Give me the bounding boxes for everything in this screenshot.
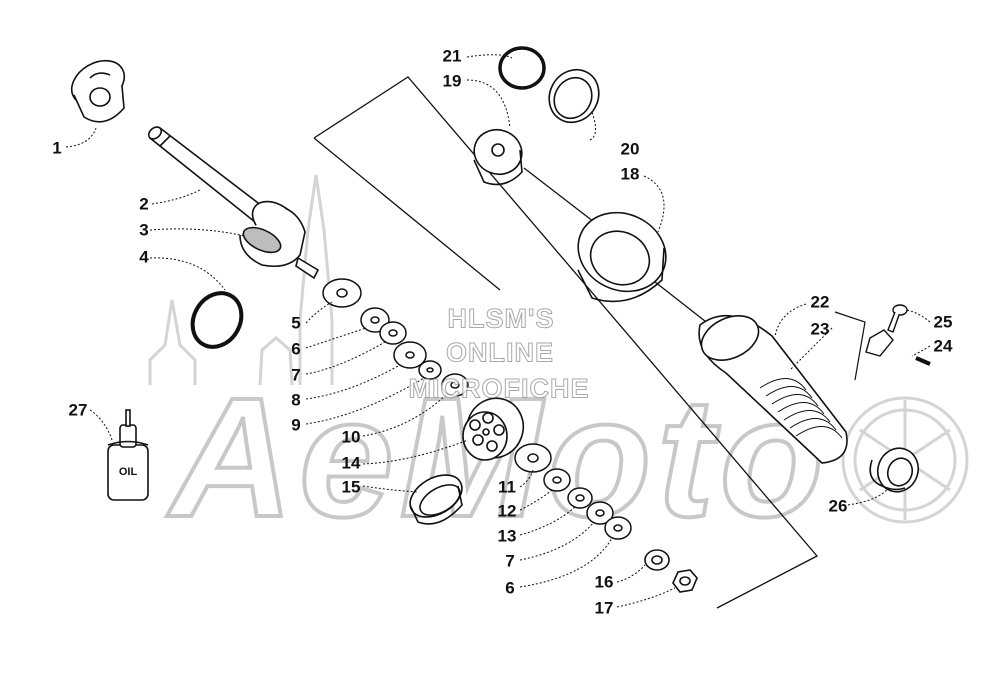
- part-21-o-ring: [498, 46, 546, 90]
- part-22-reservoir-body: [698, 314, 848, 464]
- callout-21: 21: [442, 46, 462, 66]
- axis-line-mid: [649, 277, 711, 326]
- part-11-washer: [514, 443, 552, 473]
- callout-17: 17: [594, 598, 614, 618]
- callout-23: 23: [810, 319, 830, 339]
- callout-25: 25: [933, 312, 953, 332]
- part-23-leader-bracket: [834, 311, 866, 381]
- callout-3: 3: [139, 220, 149, 240]
- callout-20: 20: [620, 139, 640, 159]
- part-25-screw: [887, 304, 908, 333]
- callout-2: 2: [139, 194, 149, 214]
- reservoir-ribs: [759, 378, 843, 439]
- callout-4: 4: [139, 247, 149, 267]
- callout-8: 8: [291, 390, 301, 410]
- watermark-line-1: HLSM'S: [447, 303, 555, 334]
- callout-7-upper: 7: [291, 365, 301, 385]
- callout-27: 27: [68, 400, 88, 420]
- part-5-washer: [322, 278, 362, 308]
- part-9-washer: [418, 360, 442, 380]
- callout-leaders: [65, 54, 931, 608]
- callout-11: 11: [498, 477, 516, 497]
- part-7-lower-washer: [586, 501, 614, 525]
- part-15-piston-ring: [409, 474, 463, 525]
- part-26-end-cap: [869, 447, 920, 493]
- callout-19: 19: [442, 71, 462, 91]
- callout-12: 12: [497, 501, 517, 521]
- callout-7-lower: 7: [505, 551, 515, 571]
- bracket-inner-line: [313, 137, 501, 291]
- part-1-bushing: [70, 59, 126, 123]
- part-6-lower-washer: [604, 516, 632, 540]
- callout-6-upper: 6: [291, 339, 301, 359]
- callout-18: 18: [620, 164, 640, 184]
- callout-13: 13: [497, 526, 517, 546]
- watermark-line-2: ONLINE: [445, 337, 555, 368]
- part-24-valve: [865, 329, 931, 366]
- part-8-washer: [393, 341, 427, 369]
- callout-15: 15: [341, 477, 361, 497]
- callout-22: 22: [810, 292, 830, 312]
- washer-stack-upper: [322, 278, 469, 397]
- part-13-washer: [567, 487, 593, 509]
- part-19-seal-head: [473, 128, 523, 186]
- callout-5: 5: [291, 313, 301, 333]
- washer-stack-lower: [514, 443, 632, 540]
- callout-26: 26: [828, 496, 848, 516]
- part-3-piston-body: [239, 200, 320, 280]
- callout-24: 24: [933, 336, 953, 356]
- part-14-piston: [462, 397, 525, 461]
- oil-label: OIL: [119, 466, 138, 478]
- part-4-o-ring: [190, 291, 244, 349]
- sub-assembly-bracket: [313, 76, 819, 609]
- part-16-lock-washer: [644, 549, 670, 571]
- part-10-washer: [441, 373, 469, 397]
- callout-6-lower: 6: [505, 578, 515, 598]
- part-12-washer: [543, 468, 571, 492]
- callout-14: 14: [341, 453, 361, 473]
- part-20-backup-ring: [548, 68, 600, 124]
- watermark-line-3: MICROFICHE: [408, 373, 590, 404]
- watermark-skyline: [148, 174, 969, 524]
- part-18-retainer-cup: [577, 211, 667, 303]
- callout-9: 9: [291, 415, 301, 435]
- part-7-washer: [379, 321, 407, 345]
- callout-10: 10: [341, 427, 361, 447]
- part-17-nut: [672, 569, 698, 593]
- part-27-oil-bottle: [107, 409, 149, 501]
- callout-1: 1: [52, 138, 62, 158]
- callout-16: 16: [594, 572, 614, 592]
